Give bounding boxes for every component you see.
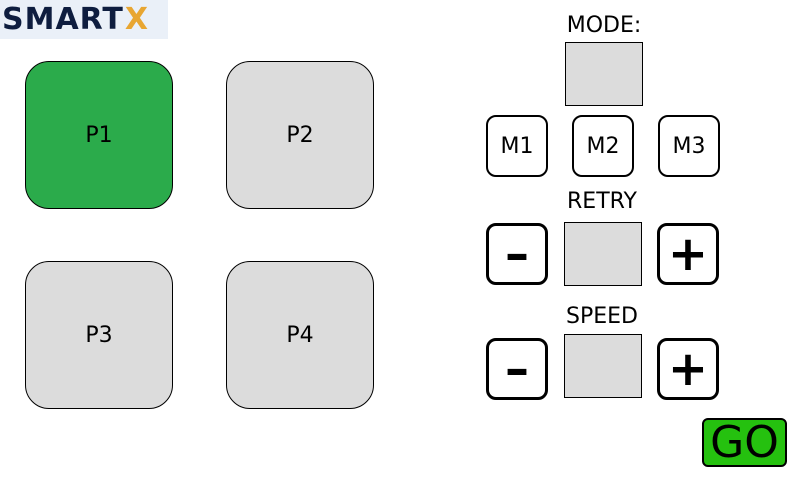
speed-display: [564, 334, 642, 398]
go-label: GO: [710, 416, 779, 468]
mode-m3-label: M3: [672, 133, 706, 159]
mode-label: MODE:: [566, 13, 642, 38]
mode-m2-label: M2: [586, 133, 620, 159]
retry-label: RETRY: [567, 189, 637, 214]
mode-m3-button[interactable]: M3: [658, 115, 720, 177]
go-button[interactable]: GO: [702, 418, 787, 467]
preset-p2-label: P2: [286, 122, 314, 148]
speed-label: SPEED: [566, 304, 638, 329]
retry-decrement-button[interactable]: –: [486, 223, 548, 285]
speed-decrement-button[interactable]: –: [486, 338, 548, 400]
speed-increment-button[interactable]: +: [657, 338, 719, 400]
preset-p3-label: P3: [85, 322, 113, 348]
mode-m1-button[interactable]: M1: [486, 115, 548, 177]
preset-p1-label: P1: [85, 122, 113, 148]
plus-icon: +: [667, 341, 709, 397]
retry-increment-button[interactable]: +: [657, 223, 719, 285]
logo-mark: X: [124, 1, 149, 37]
logo-text: SMART: [2, 1, 124, 37]
minus-icon: –: [505, 226, 529, 282]
mode-display: [565, 42, 643, 106]
mode-m2-button[interactable]: M2: [572, 115, 634, 177]
preset-p1-button[interactable]: P1: [25, 61, 173, 209]
minus-icon: –: [505, 341, 529, 397]
preset-p4-label: P4: [286, 322, 314, 348]
preset-p4-button[interactable]: P4: [226, 261, 374, 409]
mode-m1-label: M1: [500, 133, 534, 159]
plus-icon: +: [667, 226, 709, 282]
preset-p2-button[interactable]: P2: [226, 61, 374, 209]
preset-p3-button[interactable]: P3: [25, 261, 173, 409]
retry-display: [564, 222, 642, 286]
